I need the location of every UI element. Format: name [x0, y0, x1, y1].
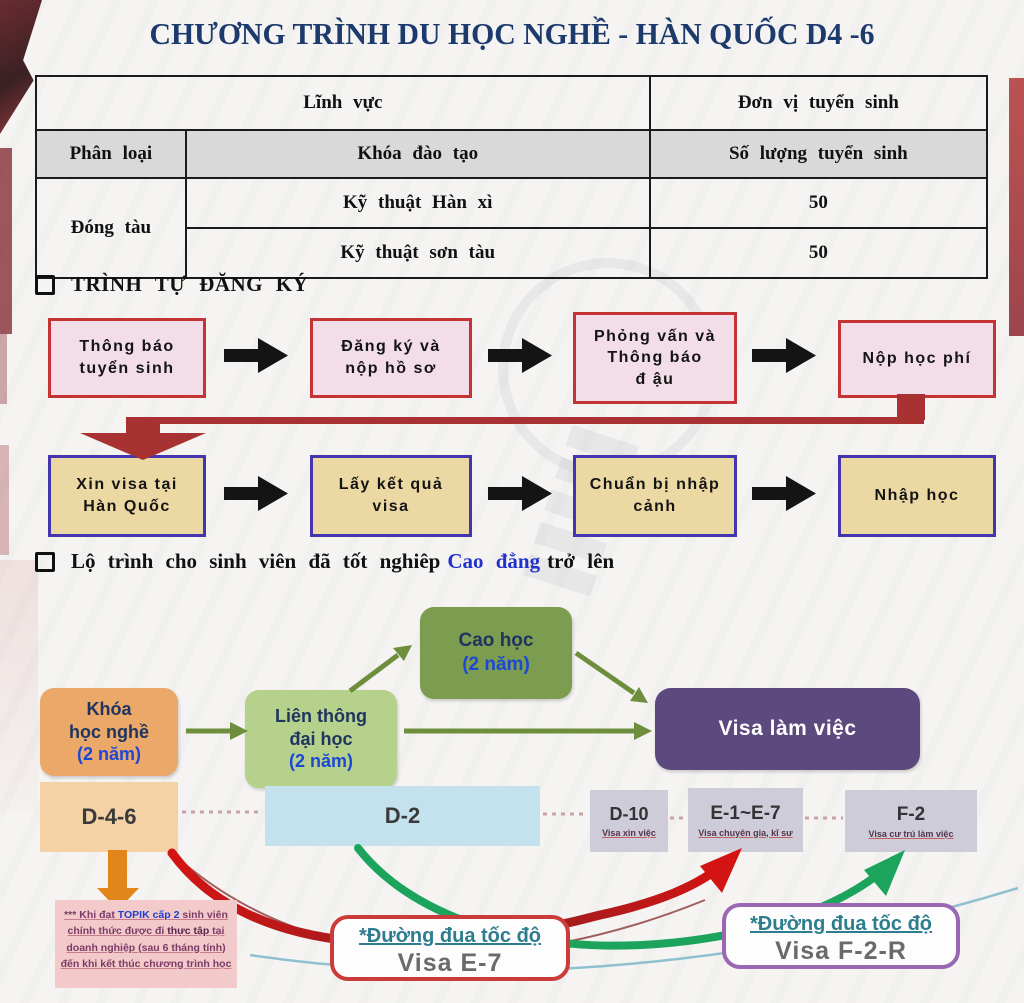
- note-bold: thực tập: [167, 925, 210, 938]
- section-title: TRÌNH TỰ ĐĂNG KÝ: [71, 272, 309, 296]
- course-cell: Kỹ thuật sơn tàu: [184, 227, 651, 279]
- course-cell: Kỹ thuật Hàn xì: [184, 177, 651, 229]
- section-text: trở lên: [547, 549, 615, 573]
- table-row: Kỹ thuật sơn tàu 50: [36, 227, 989, 279]
- flow-step-line: Thông báo: [607, 349, 703, 367]
- photo-fragment-left: [0, 560, 38, 810]
- class-header-cell: Phân loại: [35, 129, 187, 179]
- flow-step-announcement: Thông báo tuyển sinh: [48, 318, 206, 398]
- pathway-master-box: Cao học (2 năm): [420, 607, 572, 699]
- fast-track-title: *Đường đua tốc độ: [358, 925, 542, 947]
- box-line: Khóa: [86, 699, 132, 720]
- photo-fragment-left: [0, 334, 7, 404]
- category-cell: Đóng tàu: [35, 177, 187, 279]
- fast-track-visa: Visa F-2-R: [775, 937, 907, 965]
- box-years: (2 năm): [288, 751, 353, 772]
- fast-track-title: *Đường đua tốc độ: [749, 913, 933, 935]
- fast-track-e7-box: *Đường đua tốc độ Visa E-7: [330, 915, 570, 981]
- quota-cell: 50: [648, 227, 989, 279]
- visa-band-d10: D-10 Visa xin việc: [590, 790, 668, 852]
- green-arrowhead-icon: [864, 850, 905, 896]
- fast-track-f2r-box: *Đường đua tốc độ Visa F-2-R: [722, 903, 960, 969]
- field-header-cell: Lĩnh vực: [35, 75, 651, 131]
- flow-step-line: nộp hồ sơ: [345, 360, 437, 377]
- square-bullet-icon: [35, 274, 55, 295]
- flow-step-line: Lấy kết quả: [338, 476, 444, 494]
- box-line: Liên thông: [275, 706, 367, 727]
- section-pathway-header: Lộ trình cho sinh viên đã tốt nghiêp Cao…: [35, 549, 614, 574]
- pathway-work-visa-box: Visa làm việc: [655, 688, 920, 770]
- flow-step-apply: Đăng ký và nộp hồ sơ: [310, 318, 472, 398]
- table-row: Đóng tàu Kỹ thuật Hàn xì 50: [35, 177, 989, 279]
- note-topik: TOPIK cấp 2: [117, 909, 180, 921]
- visa-label: Visa chuyên gia, kĩ sư: [698, 827, 793, 838]
- visa-band-d46: D-4-6: [40, 782, 178, 852]
- course-header-cell: Khóa đào tạo: [184, 129, 651, 179]
- visa-label: Visa xin việc: [602, 828, 656, 838]
- box-line: Cao học: [458, 630, 534, 652]
- section-registration-header: TRÌNH TỰ ĐĂNG KÝ: [35, 272, 308, 297]
- fast-track-visa: Visa E-7: [397, 949, 503, 977]
- recruitment-table: Lĩnh vực Đơn vị tuyển sinh Phân loại Khó…: [35, 75, 989, 279]
- photo-fragment-right: [1009, 78, 1024, 336]
- visa-band-d2: D-2: [265, 786, 540, 846]
- flow-step-line: Phỏng vấn và: [593, 327, 717, 345]
- note-text: sinh viên chính thức được đi: [67, 909, 228, 938]
- box-years: (2 năm): [76, 744, 141, 765]
- return-connector-down-arrow: [80, 394, 925, 460]
- flow-step-line: Nhập học: [874, 487, 960, 505]
- red-arrowhead-icon: [700, 848, 742, 893]
- quota-header-cell: Số lượng tuyển sinh: [648, 129, 989, 179]
- visa-band-e1e7: E-1~E-7 Visa chuyên gia, kĩ sư: [688, 788, 803, 852]
- square-bullet-icon: [35, 551, 55, 572]
- visa-code: F-2: [896, 803, 926, 825]
- note-text: tại doanh nghiệp (sau 6 tháng tính) đến …: [60, 925, 232, 970]
- page-title: CHƯƠNG TRÌNH DU HỌC NGHỀ - HÀN QUỐC D4 -…: [149, 16, 875, 51]
- flow-step-line: cảnh: [633, 498, 677, 515]
- photo-fragment-left: [0, 148, 12, 334]
- pathway-vocational-box: Khóa học nghề (2 năm): [40, 688, 178, 776]
- visa-code: E-1~E-7: [710, 802, 781, 824]
- flow-step-line: Chuẩn bị nhập: [589, 476, 721, 494]
- flow-step-line: visa: [372, 498, 410, 515]
- flow-step-line: Thông báo: [79, 338, 175, 356]
- box-line: học nghề: [69, 721, 149, 742]
- flow-step-line: Xin visa tại: [76, 476, 178, 494]
- note-text: Khi đạt: [76, 909, 118, 921]
- box-years: (2 năm): [462, 654, 530, 675]
- flow-step-line: đ ậu: [635, 370, 675, 388]
- flow-step-visa-apply: Xin visa tại Hàn Quốc: [48, 455, 206, 537]
- section-highlight: Cao đẳng: [447, 549, 541, 573]
- flow-step-line: Đăng ký và: [341, 338, 441, 356]
- flow-step-line: Hàn Quốc: [83, 498, 171, 515]
- visa-band-f2: F-2 Visa cư trú làm việc: [845, 790, 977, 852]
- visa-label: Visa cư trú làm việc: [868, 828, 954, 839]
- table-row: Phân loại Khóa đào tạo Số lượng tuyển si…: [35, 129, 989, 179]
- table-row: Lĩnh vực Đơn vị tuyển sinh: [35, 75, 989, 131]
- flow-step-visa-result: Lấy kết quả visa: [310, 455, 472, 537]
- photo-fragment-left: [0, 445, 9, 555]
- quota-cell: 50: [648, 177, 989, 229]
- flow-step-entry-prep: Chuẩn bị nhập cảnh: [573, 455, 737, 537]
- unit-header-cell: Đơn vị tuyển sinh: [648, 75, 989, 131]
- flow-step-interview: Phỏng vấn và Thông báo đ ậu: [573, 312, 737, 404]
- note-stars: ***: [64, 909, 77, 921]
- pathway-transfer-box: Liên thông đại học (2 năm): [245, 690, 397, 788]
- flow-step-enrollment: Nhập học: [838, 455, 996, 537]
- topik-note: *** Khi đạt TOPIK cấp 2 sinh viên chính …: [55, 900, 237, 988]
- section-text: Lộ trình cho sinh viên đã tốt nghiêp: [71, 549, 441, 573]
- flow-step-tuition: Nộp học phí: [838, 320, 996, 398]
- flow-step-line: tuyển sinh: [79, 360, 175, 377]
- flow-step-line: Nộp học phí: [862, 350, 972, 368]
- visa-code: D-10: [609, 804, 649, 824]
- box-line: đại học: [289, 728, 353, 749]
